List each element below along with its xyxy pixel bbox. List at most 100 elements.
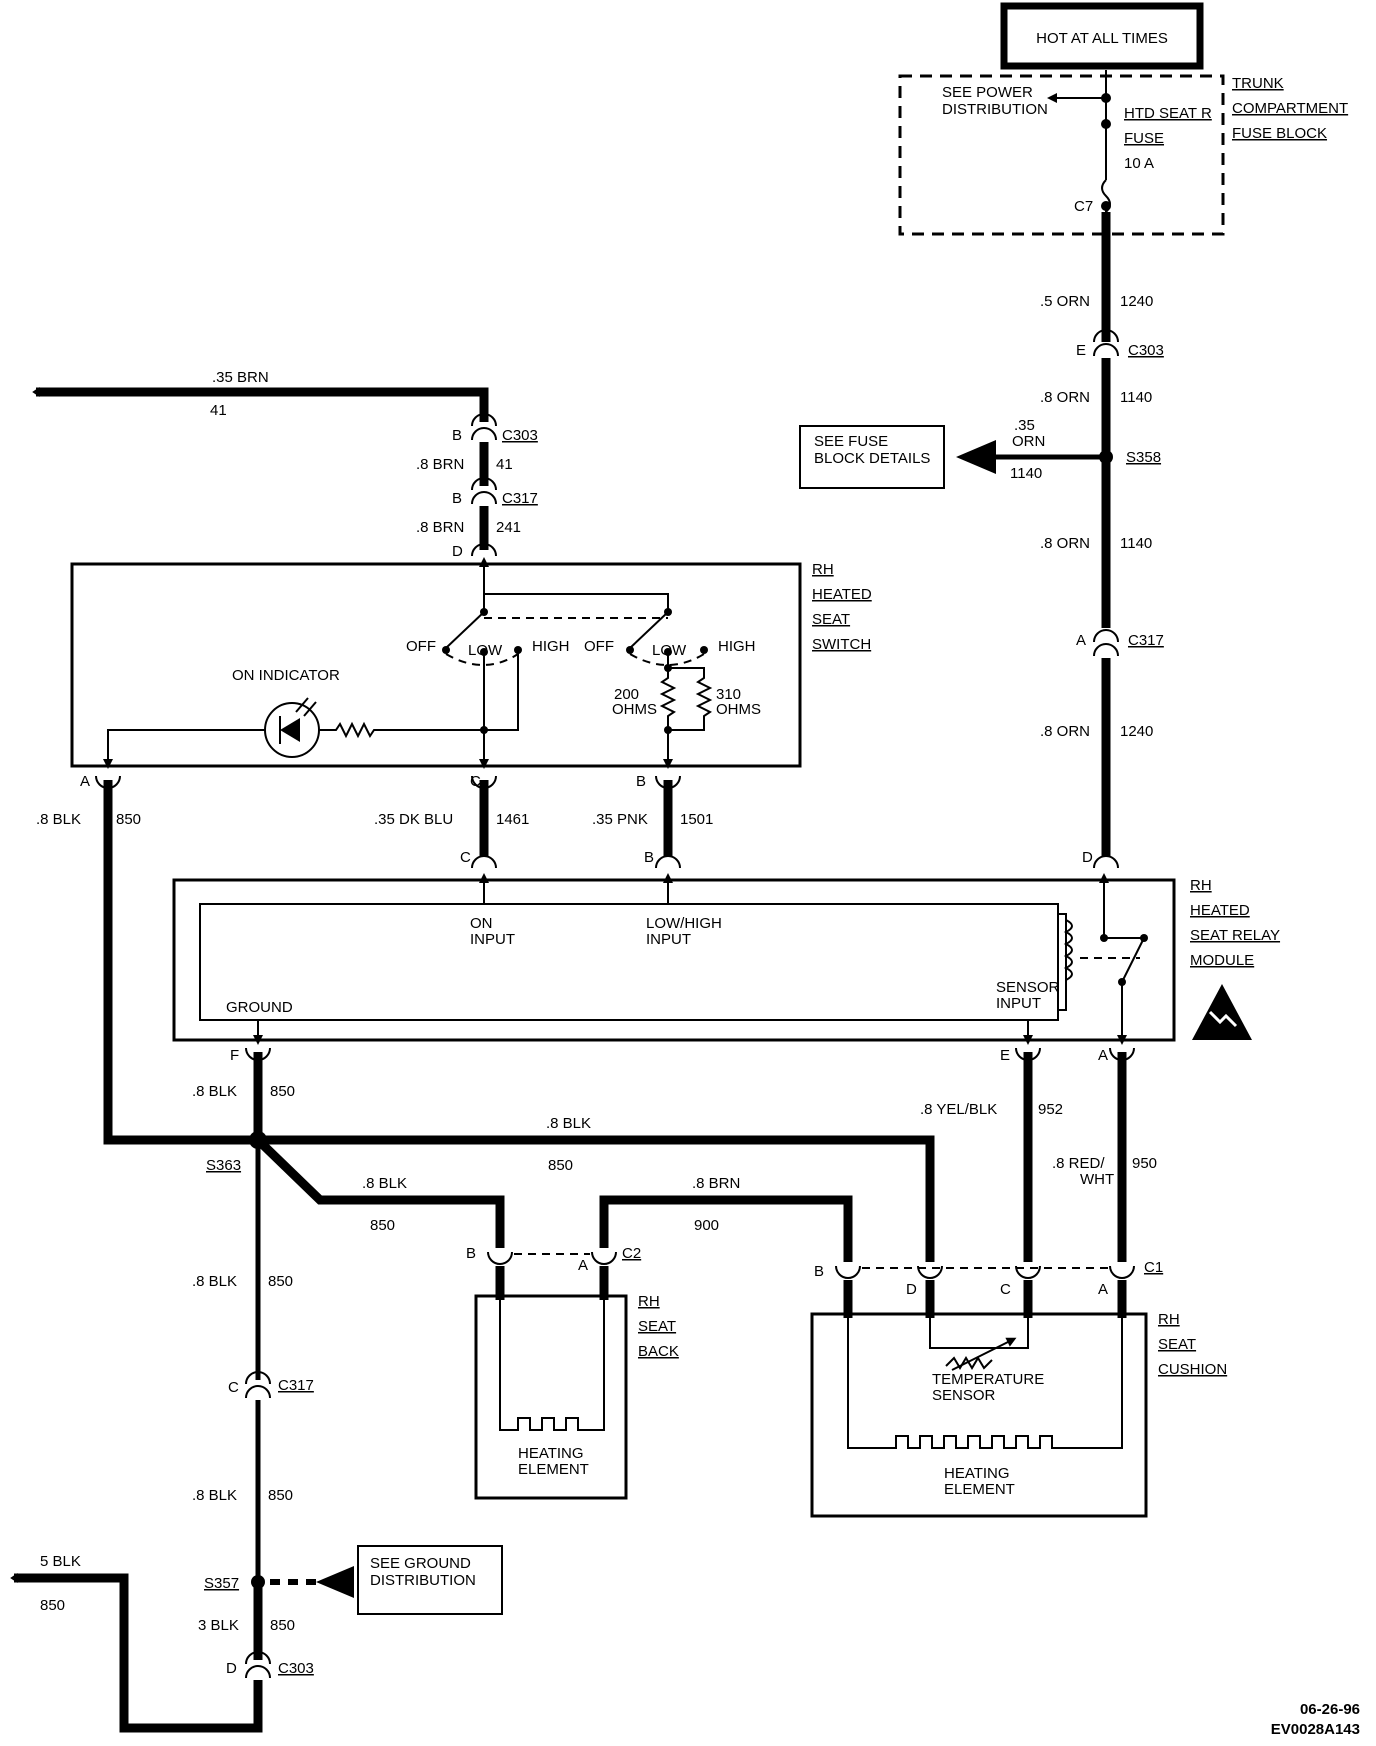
svg-text:FUSE: FUSE (1124, 130, 1164, 147)
s358-label: S358 (1126, 449, 1161, 466)
sensor-input-label: SENSOR INPUT (996, 979, 1060, 1012)
svg-text:C317: C317 (502, 490, 538, 507)
wire-label: .8 ORN (1040, 389, 1090, 406)
c7-terminal (1101, 201, 1111, 211)
wire-41-top (36, 387, 489, 422)
resistor-310-label: 310 OHMS (716, 686, 761, 718)
svg-text:E: E (1076, 342, 1086, 359)
heating-element-icon (847, 1318, 1123, 1449)
connector-d-label: D (906, 1281, 917, 1298)
seat-back-heating-element-label: HEATING ELEMENT (518, 1445, 589, 1478)
svg-text:ON: ON (470, 915, 493, 932)
on-input-label: ON INPUT (470, 915, 515, 948)
wire-label: .8 RED/ (1052, 1155, 1105, 1172)
wire-circuit: 1140 (1010, 465, 1042, 482)
connector-a-label: A (1098, 1281, 1108, 1298)
resistor-200-label: 200 OHMS (612, 686, 657, 718)
svg-text:DISTRIBUTION: DISTRIBUTION (942, 101, 1048, 118)
connector-d-label: D (452, 543, 463, 560)
wire-circuit: 41 (210, 402, 227, 419)
svg-text:HOT AT ALL TIMES: HOT AT ALL TIMES (1036, 30, 1168, 47)
connector-c-label: C (470, 773, 481, 790)
connector-cushion-c (1015, 1265, 1041, 1279)
resistor-310-ohm (668, 667, 713, 731)
wire-label: .35 BRN (212, 369, 269, 386)
wire-circuit: 850 (116, 811, 141, 828)
switch-contact (442, 646, 450, 654)
on-indicator-label: ON INDICATOR (232, 667, 340, 684)
svg-text:TRUNK: TRUNK (1232, 75, 1284, 92)
switch-blade (445, 611, 485, 649)
svg-text:SWITCH: SWITCH (812, 636, 871, 653)
connector-relay-b (655, 855, 681, 869)
relay-coil-frame (1058, 913, 1067, 1011)
connector-e-label: E (1000, 1047, 1010, 1064)
wire-circuit: 1461 (496, 811, 529, 828)
wire-circuit: 850 (548, 1157, 573, 1174)
switch-high-label: HIGH (718, 638, 756, 655)
wire-break (10, 1573, 19, 1583)
wire-label: 3 BLK (198, 1617, 239, 1634)
svg-text:OHMS: OHMS (612, 701, 657, 718)
wire-label: WHT (1080, 1171, 1114, 1188)
wire-label: .35 PNK (592, 811, 648, 828)
svg-text:C317: C317 (278, 1377, 314, 1394)
wire-circuit: 1240 (1120, 723, 1153, 740)
svg-text:LOW/HIGH: LOW/HIGH (646, 915, 722, 932)
wire-label: .8 BRN (692, 1175, 740, 1192)
wire-circuit: 850 (268, 1273, 293, 1290)
svg-text:B: B (452, 490, 462, 507)
switch-internal (484, 593, 669, 612)
connector-back-b (487, 1251, 513, 1265)
switch-linkage (445, 653, 519, 666)
c1-label: C1 (1144, 1259, 1163, 1276)
connector-c303-b: B C303 (452, 413, 538, 444)
s363-label: S363 (206, 1157, 241, 1174)
splice-dot (1101, 119, 1111, 129)
trunk-fuse-block-outline (898, 74, 1225, 236)
heating-element-icon (499, 1300, 605, 1431)
arrow-icon (316, 1566, 354, 1598)
svg-text:INPUT: INPUT (470, 931, 515, 948)
wire-circuit: 1140 (1120, 535, 1152, 552)
svg-text:HEATED: HEATED (1190, 902, 1250, 919)
switch-low-label: LOW (652, 642, 687, 659)
wire-break (32, 387, 41, 397)
hot-at-all-times-label: HOT AT ALL TIMES (1000, 2, 1204, 70)
svg-text:HEATED: HEATED (812, 586, 872, 603)
see-power-distribution-label: SEE POWER DISTRIBUTION (942, 84, 1106, 118)
svg-text:RH: RH (812, 561, 834, 578)
svg-text:BACK: BACK (638, 1343, 679, 1360)
wire-circuit: 1140 (1120, 389, 1152, 406)
thermistor-icon (951, 1337, 1017, 1371)
svg-text:HEATING: HEATING (944, 1465, 1010, 1482)
wire-circuit: 952 (1038, 1101, 1063, 1118)
svg-text:MODULE: MODULE (1190, 952, 1254, 969)
svg-text:310: 310 (716, 686, 741, 703)
wire-label: .8 BLK (36, 811, 81, 828)
c7-label: C7 (1074, 198, 1093, 215)
relay-module-label: RH HEATED SEAT RELAY MODULE (1190, 877, 1280, 969)
svg-text:ELEMENT: ELEMENT (944, 1481, 1015, 1498)
seat-back-label: RH SEAT BACK (638, 1293, 679, 1360)
heated-seat-switch-box (70, 562, 802, 768)
diagram-code: 06-26-96 EV0028A143 (1271, 1701, 1360, 1738)
connector-c317-c: C C317 (228, 1371, 314, 1399)
wire-label: .35 DK BLU (374, 811, 453, 828)
heated-seat-switch-label: RH HEATED SEAT SWITCH (812, 561, 872, 653)
wire-label: .8 BLK (192, 1083, 237, 1100)
connector-b-label: B (636, 773, 646, 790)
thermistor-icon (945, 1356, 993, 1370)
wire-label: .8 YEL/BLK (920, 1101, 997, 1118)
connector-c-label: C (1000, 1281, 1011, 1298)
indicator-resistor (319, 721, 484, 739)
temperature-sensor-label: TEMPERATURE SENSOR (932, 1371, 1044, 1404)
connector-b-label: B (466, 1245, 476, 1262)
svg-text:EV0028A143: EV0028A143 (1271, 1721, 1360, 1738)
wire-circuit: 950 (1132, 1155, 1157, 1172)
svg-text:SEE GROUND: SEE GROUND (370, 1555, 471, 1572)
connector-relay-c (471, 855, 497, 869)
svg-text:OHMS: OHMS (716, 701, 761, 718)
wire-label: .5 ORN (1040, 293, 1090, 310)
